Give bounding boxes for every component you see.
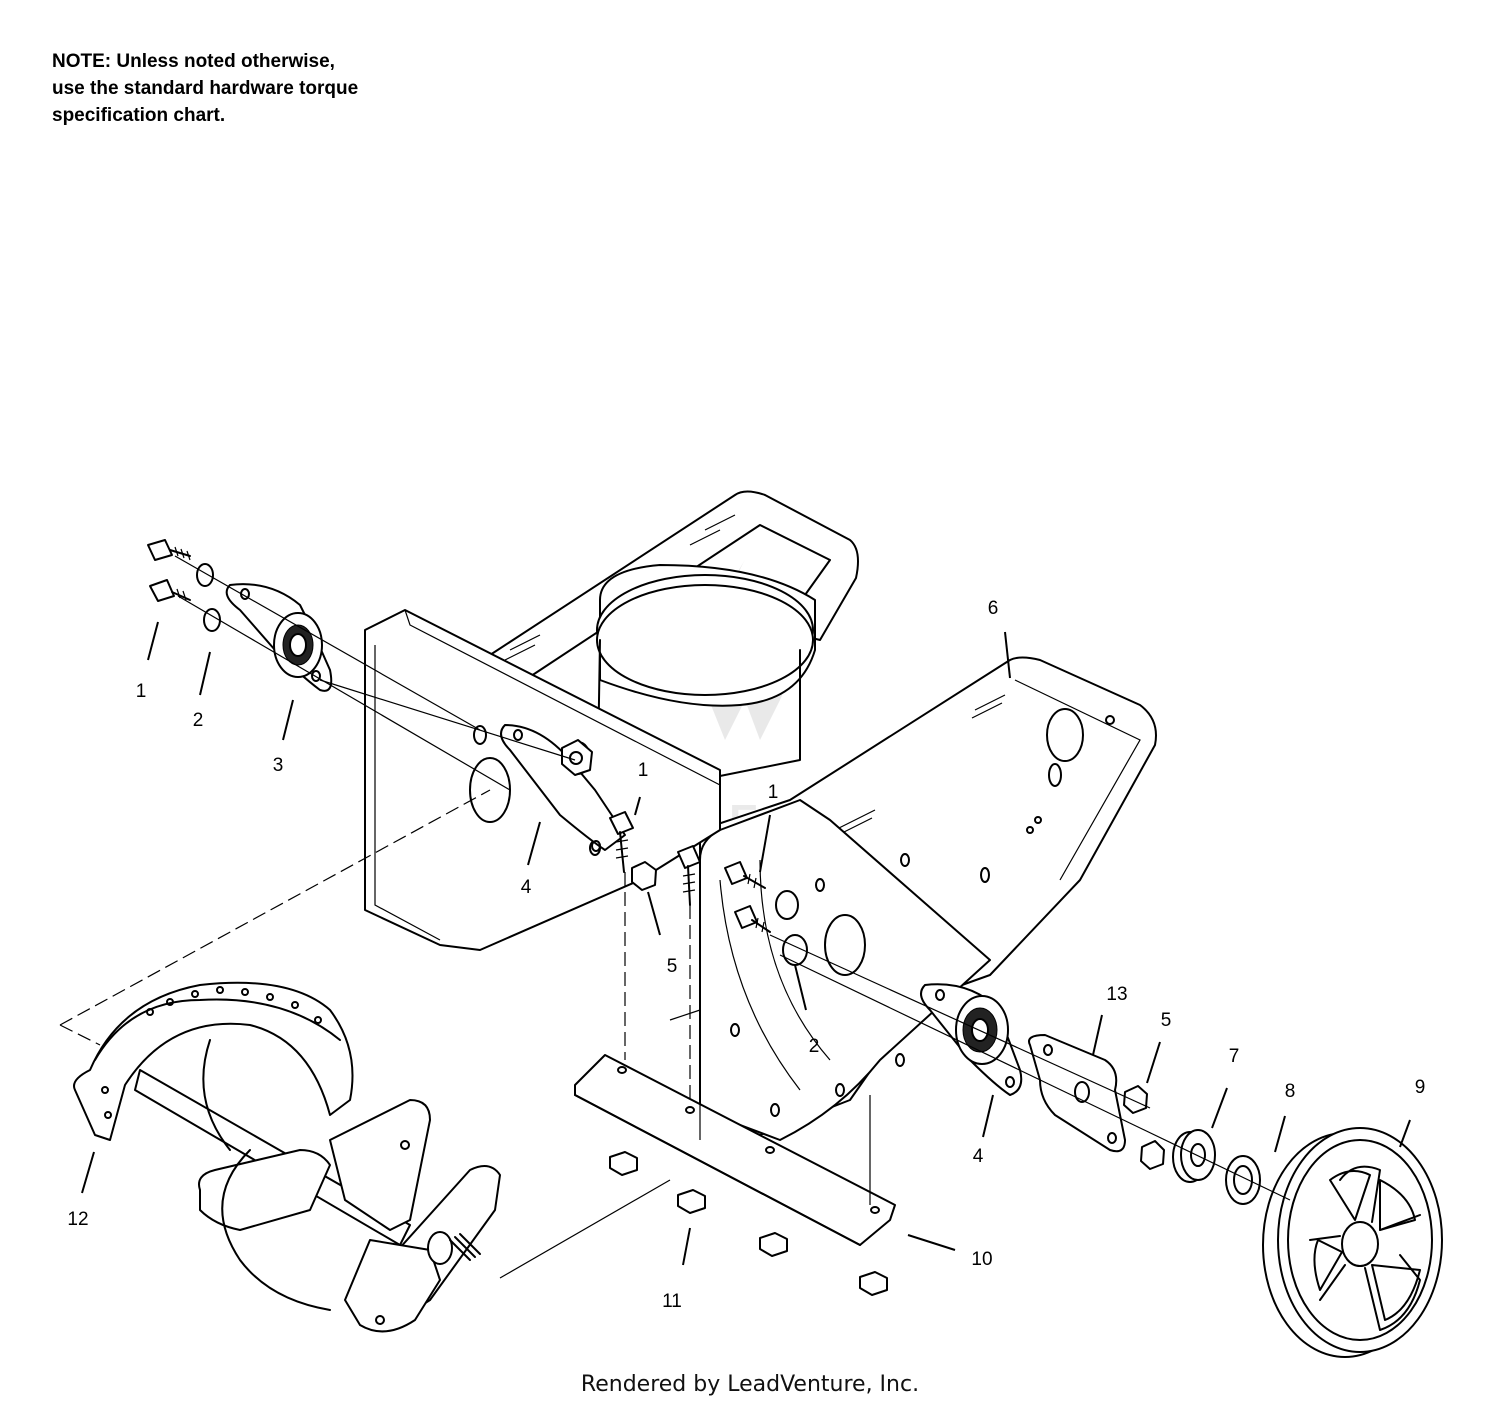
callout-12: 12 (67, 1209, 88, 1230)
render-credit: Rendered by LeadVenture, Inc. (580, 1372, 920, 1397)
bolt-left-lower (149, 579, 191, 602)
frame-housing (364, 490, 1157, 1141)
callout-5b: 5 (1161, 1010, 1172, 1031)
nuts-11 (609, 1151, 888, 1296)
bearing-flange-right (920, 983, 1023, 1096)
bolt-center-right (677, 845, 701, 906)
callout-1c: 1 (768, 782, 779, 803)
callout-3: 3 (273, 755, 284, 776)
bearing-flange-left (225, 583, 333, 692)
auger-flight-holes (101, 986, 322, 1119)
callout-4a: 4 (521, 877, 532, 898)
mounting-plate-13 (1028, 1034, 1126, 1153)
auger-assembly-12 (73, 981, 501, 1333)
frame-holes (469, 708, 1115, 1117)
callout-10: 10 (971, 1249, 992, 1270)
callout-13: 13 (1106, 984, 1127, 1005)
bolt-center-left (609, 811, 634, 873)
washer-right-upper (775, 890, 799, 920)
washer-left-upper (196, 563, 214, 587)
callout-2a: 2 (193, 710, 204, 731)
scraper-bar-10 (574, 1054, 896, 1246)
note-line-1: NOTE: Unless noted otherwise, (52, 51, 335, 72)
callout-8: 8 (1285, 1081, 1296, 1102)
callout-labels: 1 2 3 4 1 1 5 6 2 4 13 5 7 8 9 10 11 12 (67, 598, 1425, 1312)
callout-11: 11 (662, 1291, 682, 1312)
callout-7: 7 (1229, 1046, 1240, 1067)
nut-right-upper (1123, 1085, 1148, 1114)
bolt-left-upper (147, 539, 191, 561)
callout-4b: 4 (973, 1146, 984, 1167)
assembly-lines (59, 555, 1291, 1279)
callout-5a: 5 (667, 956, 678, 977)
bolt-right-upper (724, 861, 766, 889)
bolt-right-lower (734, 905, 771, 933)
bearing-flange-middle (500, 724, 626, 852)
nut-right-lower (1140, 1140, 1165, 1170)
note-line-3: specification chart. (52, 105, 226, 126)
callout-1a: 1 (136, 681, 147, 702)
pulley-9 (1262, 1127, 1443, 1358)
callout-1b: 1 (638, 760, 649, 781)
nut-center (631, 861, 657, 891)
callout-2b: 2 (809, 1036, 820, 1057)
torque-note: NOTE: Unless noted otherwise, use the st… (52, 48, 358, 129)
spacer-7 (1172, 1129, 1216, 1183)
note-line-2: use the standard hardware torque (52, 78, 359, 99)
callout-leaders (81, 621, 1411, 1266)
callout-6: 6 (988, 598, 999, 619)
washer-8 (1225, 1155, 1261, 1205)
callout-9: 9 (1415, 1077, 1426, 1098)
